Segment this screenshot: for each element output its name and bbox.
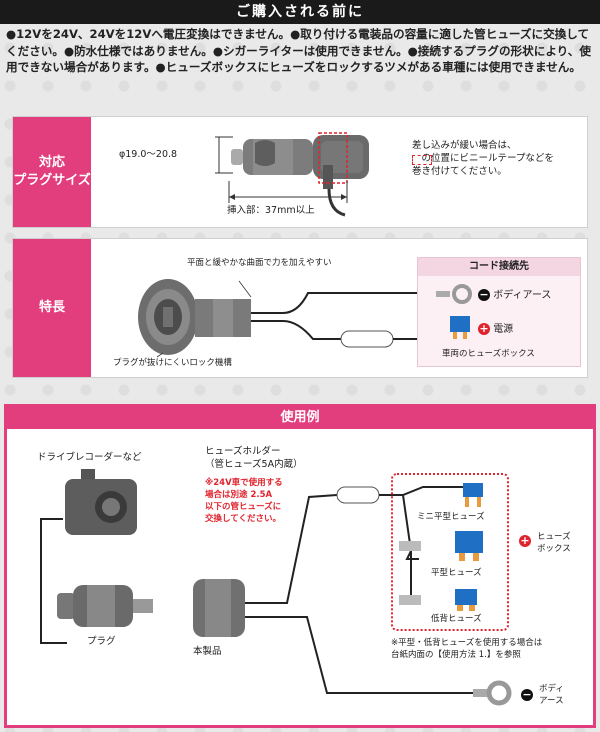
socket-diagram bbox=[138, 279, 423, 358]
plug-size-panel: 対応 プラグサイズ φ19.0～20.8 挿入部：37mm以上 差し込みが緩い場… bbox=[12, 116, 588, 228]
minus-icon: − bbox=[521, 688, 533, 701]
features-panel: 特長 平面と緩やかな曲面で力を加えやすい プラグが抜けにくいロック機構 コード接… bbox=[12, 238, 588, 378]
ring-terminal-icon bbox=[436, 284, 472, 304]
flat-fuse-icon bbox=[399, 531, 483, 561]
cord-destination-box: コード接続先 − ボディアース + 電源 車両のヒューズボックス bbox=[417, 257, 581, 367]
power-row: + 電源 bbox=[478, 322, 514, 335]
fuse-options-box bbox=[391, 473, 509, 631]
low-fuse-icon bbox=[399, 589, 477, 611]
flat-fuse-note: ※平型・低背ヒューズを使用する場合は 台紙内面の【使用方法 1.】を参照 bbox=[391, 638, 543, 660]
body-earth-sign: − bbox=[521, 689, 533, 702]
body-earth-label: ボディ アース bbox=[539, 684, 564, 706]
plus-icon: + bbox=[519, 534, 531, 547]
lock-note: プラグが抜けにくいロック機構 bbox=[113, 358, 232, 368]
fuse-holder-label: ヒューズホルダー （管ヒューズ5A内蔵） bbox=[205, 446, 303, 470]
warning-24v: ※24V車で使用する 場合は別途 2.5A 以下の管ヒューズに 交換してください… bbox=[205, 478, 283, 524]
features-label: 特長 bbox=[13, 239, 91, 377]
usage-title: 使用例 bbox=[7, 407, 593, 429]
fuse-box-caption: 車両のヒューズボックス bbox=[442, 349, 535, 359]
mini-fuse-label: ミニ平型ヒューズ bbox=[417, 512, 485, 522]
product-icon bbox=[193, 579, 245, 637]
fuse-icon bbox=[450, 316, 470, 339]
body-earth-row: − ボディアース bbox=[478, 288, 552, 301]
tape-note: 差し込みが緩い場合は、 の位置にビニールテープなどを 巻き付けてください。 bbox=[412, 140, 554, 177]
tape-marker-icon bbox=[412, 155, 432, 165]
minus-icon: − bbox=[478, 288, 490, 301]
low-fuse-label: 低背ヒューズ bbox=[431, 614, 482, 624]
ring-terminal-icon bbox=[473, 680, 512, 706]
drive-recorder-label: ドライブレコーダーなど bbox=[37, 452, 142, 463]
plug-label: プラグ bbox=[87, 636, 116, 647]
plug-icon bbox=[57, 585, 153, 627]
insert-depth: 挿入部：37mm以上 bbox=[227, 205, 315, 216]
page-title: ご購入される前に bbox=[0, 0, 600, 24]
usage-example: 使用例 ドライブレコーダーなど プラグ 本製品 ヒューズホルダー （管ヒューズ5… bbox=[4, 404, 596, 728]
flat-fuse-label: 平型ヒューズ bbox=[431, 568, 482, 578]
plus-icon: + bbox=[478, 322, 490, 335]
cord-title: コード接続先 bbox=[418, 258, 580, 276]
fuse-box-text: ヒューズ ボックス bbox=[537, 532, 571, 554]
intro-notes: ●12Vを24V、24Vを12Vへ電圧変換はできません。●取り付ける電装品の容量… bbox=[6, 27, 591, 74]
drive-recorder-icon bbox=[65, 469, 137, 535]
plug-size-label: 対応 プラグサイズ bbox=[13, 117, 91, 227]
plug-diameter: φ19.0～20.8 bbox=[119, 149, 178, 160]
flat-curve-note: 平面と緩やかな曲面で力を加えやすい bbox=[187, 258, 332, 268]
fuse-box-label: + bbox=[519, 535, 531, 548]
plug-side-diagram bbox=[215, 132, 369, 217]
mini-fuse-icon bbox=[463, 483, 483, 507]
product-label: 本製品 bbox=[193, 646, 222, 657]
